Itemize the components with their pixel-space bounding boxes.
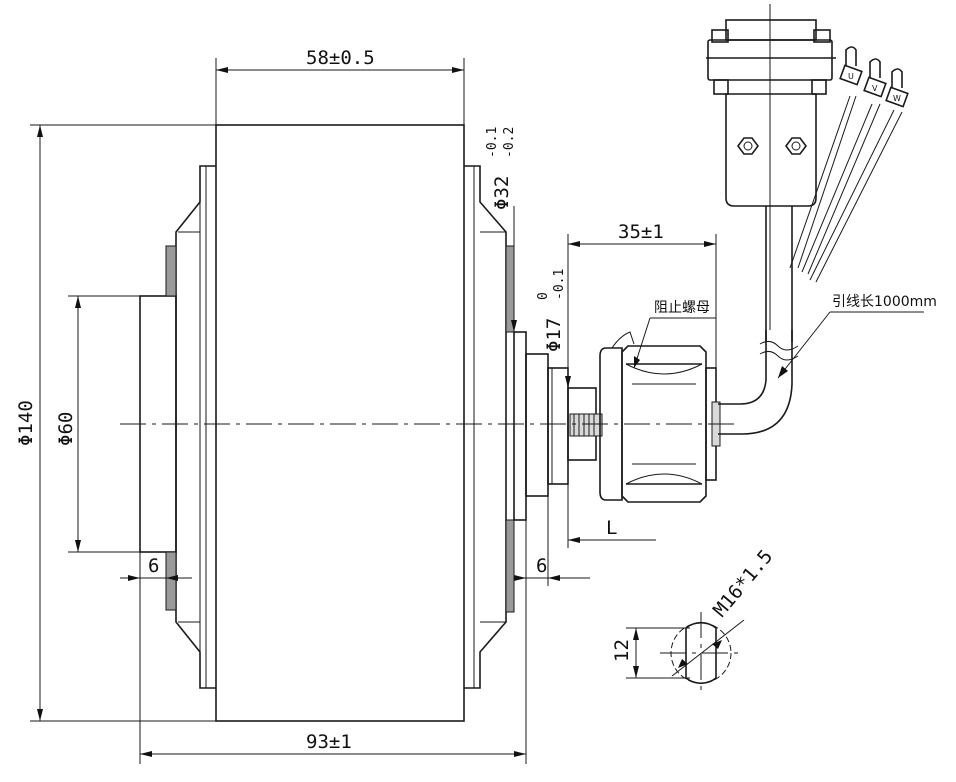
- motor-drum: [215, 124, 465, 722]
- dim-32-tol-upper: -0.1: [485, 127, 500, 158]
- terminal-u: U: [839, 46, 863, 86]
- lead-length-callout: 引线长1000mm: [777, 294, 937, 379]
- dim-60: Φ60: [55, 295, 140, 553]
- hex-nut: [621, 345, 707, 503]
- dim-6-left: 6: [120, 552, 192, 610]
- dim-35: 35±1: [567, 221, 717, 388]
- lock-nut-callout: 阻止螺母: [633, 300, 716, 369]
- dim-35-text: 35±1: [618, 221, 664, 243]
- dim-6-left-text: 6: [148, 555, 159, 577]
- right-step-top: [464, 165, 507, 244]
- dim-6-right-text: 6: [536, 555, 547, 577]
- dim-93: 93±1: [139, 520, 527, 764]
- dim-17-tol-lower: -0.1: [552, 269, 567, 300]
- dim-L: L: [567, 460, 656, 548]
- thread-spec-text: M16*1.5: [709, 546, 777, 621]
- motor-body: [139, 124, 793, 722]
- dim-140-text: Φ140: [15, 400, 37, 446]
- wire-v-label: V: [872, 84, 878, 93]
- wire-w-label: W: [893, 94, 901, 103]
- right-step-bottom: [464, 612, 507, 689]
- dim-140: Φ140: [15, 124, 216, 722]
- connector: [706, 4, 836, 361]
- dim-17-text: Φ17: [543, 318, 565, 352]
- terminal-v: V: [863, 58, 887, 98]
- dim-32: Φ32 -0.1 -0.2: [485, 127, 517, 332]
- phase-wires: U V W: [789, 46, 909, 283]
- dim-17: Φ17 0 -0.1: [536, 269, 571, 388]
- dim-6-right: 6: [514, 496, 590, 586]
- dim-32-tol-lower: -0.2: [502, 127, 517, 158]
- lock-nut-label: 阻止螺母: [654, 300, 710, 316]
- dim-58: 58±0.5: [215, 47, 465, 125]
- dim-L-text: L: [606, 517, 617, 539]
- lead-length-label: 引线长1000mm: [832, 294, 937, 310]
- dim-17-tol-upper: 0: [536, 292, 551, 300]
- dim-60-text: Φ60: [55, 412, 77, 446]
- dim-32-text: Φ32: [491, 176, 513, 210]
- dim-58-text: 58±0.5: [306, 47, 375, 69]
- left-step-bottom: [175, 612, 216, 689]
- terminal-w: W: [885, 68, 909, 108]
- thread-detail: 12 M16*1.5: [611, 546, 777, 694]
- dim-93-text: 93±1: [306, 731, 352, 753]
- dim-12-text: 12: [611, 639, 633, 662]
- wire-u-label: U: [848, 72, 854, 81]
